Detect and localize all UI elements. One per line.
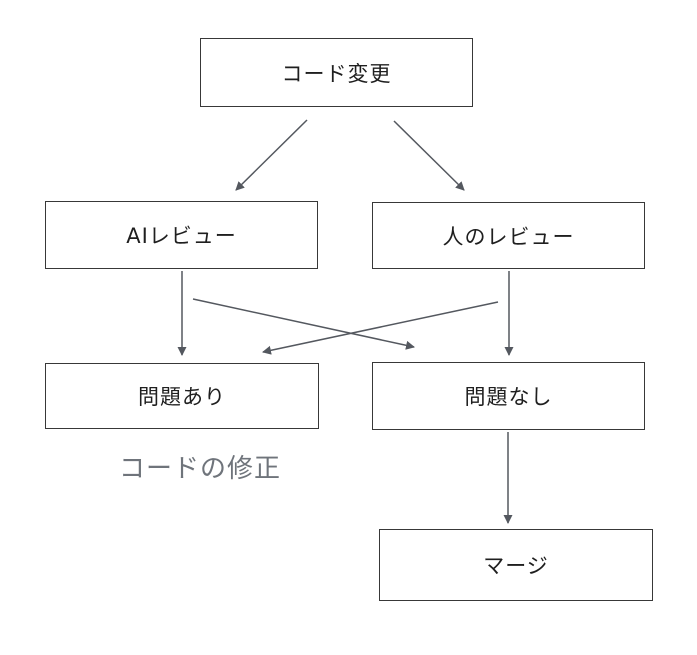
node-human-review-label: 人のレビュー xyxy=(442,224,575,249)
node-ai-review-label: AIレビュー xyxy=(126,224,237,248)
edge-ai-review-to-no-issue xyxy=(192,298,415,350)
node-issue-found: 問題あり xyxy=(45,363,319,429)
node-merge: マージ xyxy=(379,529,653,601)
node-human-review: 人のレビュー xyxy=(372,202,645,269)
node-ai-review: AIレビュー xyxy=(45,201,318,269)
node-no-issue-label: 問題なし xyxy=(464,385,553,409)
node-issue-found-label: 問題あり xyxy=(138,385,226,409)
node-code-change: コード変更 xyxy=(200,38,473,107)
node-merge-label: マージ xyxy=(483,554,549,578)
node-no-issue: 問題なし xyxy=(372,362,645,430)
edge-code-change-to-ai-review xyxy=(235,119,308,191)
edge-code-change-to-human-review xyxy=(393,120,465,191)
edge-human-review-to-issue-found xyxy=(262,301,499,355)
code-fix-annotation: コードの修正 xyxy=(118,454,281,484)
node-code-change-label: コード変更 xyxy=(281,61,392,86)
